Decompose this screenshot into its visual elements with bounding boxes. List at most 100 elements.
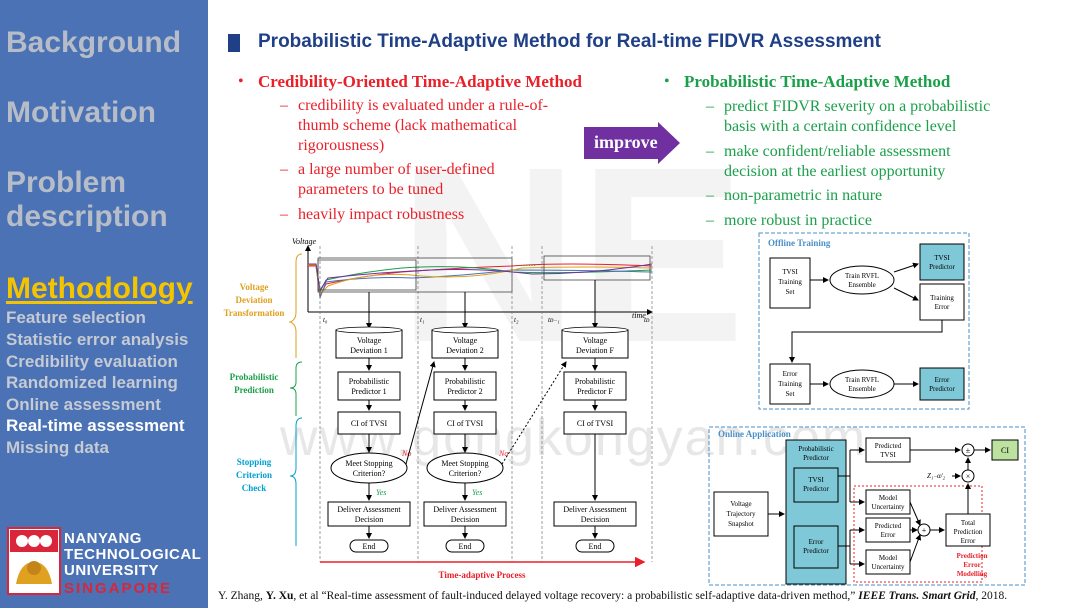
svg-text:Probabilistic: Probabilistic xyxy=(445,377,486,386)
nav-randomized[interactable]: Randomized learning xyxy=(6,373,178,392)
svg-text:Ensemble: Ensemble xyxy=(848,385,876,393)
svg-text:Voltage: Voltage xyxy=(357,336,382,345)
svg-text:Prediction: Prediction xyxy=(954,528,983,536)
dash: – xyxy=(706,143,714,160)
dash: – xyxy=(706,212,714,229)
svg-text:Probabilistic: Probabilistic xyxy=(575,377,616,386)
left-item-1-line-3: rigorousness) xyxy=(298,137,385,154)
online-application-diagram: Online Application Voltage Trajectory Sn… xyxy=(708,426,1026,586)
svg-text:Yes: Yes xyxy=(376,488,386,497)
left-item-1-line-1: credibility is evaluated under a rule-of… xyxy=(298,97,549,114)
svg-text:Predicted: Predicted xyxy=(875,442,902,450)
university-name-3: UNIVERSITY xyxy=(64,562,160,579)
left-item-2-line-2: parameters to be tuned xyxy=(298,181,444,198)
nav-background[interactable]: Background xyxy=(6,26,182,59)
svg-text:Decision: Decision xyxy=(451,515,479,524)
dash: – xyxy=(280,97,288,114)
svg-text:Voltage: Voltage xyxy=(583,336,608,345)
nav-online[interactable]: Online assessment xyxy=(6,395,161,414)
nav-problem[interactable]: Problem xyxy=(6,166,127,199)
improve-label: improve xyxy=(594,132,658,152)
svg-text:Error: Error xyxy=(783,370,798,378)
nav-credibility[interactable]: Credibility evaluation xyxy=(6,352,178,371)
svg-text:Prediction: Prediction xyxy=(234,385,274,395)
svg-text:Decision: Decision xyxy=(355,515,383,524)
svg-text:Deviation F: Deviation F xyxy=(576,346,615,355)
svg-text:Error: Error xyxy=(935,376,950,384)
nav-feature-selection[interactable]: Feature selection xyxy=(6,308,146,327)
bullet-dot: • xyxy=(664,73,670,90)
svg-text:Criterion?: Criterion? xyxy=(353,469,386,478)
svg-text:Meet Stopping: Meet Stopping xyxy=(441,459,488,468)
svg-text:±: ± xyxy=(966,446,971,455)
svg-text:Voltage: Voltage xyxy=(453,336,478,345)
svg-text:Probabilistic: Probabilistic xyxy=(230,372,279,382)
svg-text:+: + xyxy=(922,526,927,535)
svg-text:Deliver Assessment: Deliver Assessment xyxy=(563,505,627,514)
svg-text:Voltage: Voltage xyxy=(240,282,269,292)
ntu-crest-icon xyxy=(7,527,61,595)
nav-motivation[interactable]: Motivation xyxy=(6,96,156,129)
svg-text:Deliver Assessment: Deliver Assessment xyxy=(433,505,497,514)
svg-text:Predicted: Predicted xyxy=(875,522,902,530)
svg-text:Model: Model xyxy=(879,554,897,562)
svg-text:Predictor 1: Predictor 1 xyxy=(351,387,386,396)
dash: – xyxy=(706,187,714,204)
svg-text:Error: Error xyxy=(881,531,896,539)
nav-methodology[interactable]: Methodology xyxy=(6,272,193,305)
svg-text:Predictor 2: Predictor 2 xyxy=(447,387,482,396)
svg-text:Predictor: Predictor xyxy=(803,485,829,493)
svg-text:Train RVFL: Train RVFL xyxy=(845,272,879,280)
nav-statistic-error[interactable]: Statistic error analysis xyxy=(6,330,189,349)
svg-text:Voltage: Voltage xyxy=(730,500,751,508)
nav-description[interactable]: description xyxy=(6,200,168,233)
svg-text:End: End xyxy=(363,542,376,551)
left-item-3-line-1: heavily impact robustness xyxy=(298,206,465,223)
svg-text:End: End xyxy=(589,542,602,551)
nav-missing-data[interactable]: Missing data xyxy=(6,438,109,457)
slide-title: Probabilistic Time-Adaptive Method for R… xyxy=(258,31,881,52)
svg-text:Z₁₋α/₂: Z₁₋α/₂ xyxy=(927,472,946,480)
svg-text:Error: Error xyxy=(809,538,824,546)
left-heading: Credibility-Oriented Time-Adaptive Metho… xyxy=(258,72,582,91)
svg-text:Criterion?: Criterion? xyxy=(449,469,482,478)
svg-text:No: No xyxy=(401,449,411,458)
svg-text:End: End xyxy=(459,542,472,551)
svg-text:TVSI: TVSI xyxy=(934,254,950,262)
flow-column-f: Voltage Deviation F Probabilistic Predic… xyxy=(553,280,637,553)
bullet-dot: • xyxy=(238,73,244,90)
svg-text:Probabilistic: Probabilistic xyxy=(349,377,390,386)
svg-text:TVSI: TVSI xyxy=(880,451,896,459)
svg-text:Model: Model xyxy=(879,494,897,502)
svg-text:Decision: Decision xyxy=(581,515,609,524)
process-label: Time-adaptive Process xyxy=(439,570,526,580)
right-item-3-line-1: non-parametric in nature xyxy=(724,187,883,204)
dash: – xyxy=(280,161,288,178)
sidebar: Background Motivation Problem descriptio… xyxy=(0,0,208,608)
svg-text:Predictor: Predictor xyxy=(929,385,955,393)
right-heading: Probabilistic Time-Adaptive Method xyxy=(684,72,951,91)
svg-text:TVSI: TVSI xyxy=(808,476,824,484)
right-item-4-line-1: more robust in practice xyxy=(724,212,872,229)
voltage-curves xyxy=(308,263,653,299)
svg-text:Training: Training xyxy=(930,294,954,302)
right-item-1-line-2: basis with a certain confidence level xyxy=(724,118,957,135)
flow-column-1: Voltage Deviation 1 Probabilistic Predic… xyxy=(327,292,411,553)
svg-text:Set: Set xyxy=(786,288,795,296)
right-item-2-line-1: make confident/reliable assessment xyxy=(724,143,951,160)
svg-text:Check: Check xyxy=(242,483,267,493)
svg-text:CI of TVSI: CI of TVSI xyxy=(577,419,614,428)
svg-text:t₂: t₂ xyxy=(514,316,519,324)
nav-realtime[interactable]: Real-time assessment xyxy=(6,416,185,435)
svg-text:⋯⋯: ⋯⋯ xyxy=(520,261,536,270)
svg-text:Prediction: Prediction xyxy=(957,552,988,560)
svg-text:Probabilistic: Probabilistic xyxy=(798,445,833,453)
svg-text:Yes: Yes xyxy=(472,488,482,497)
svg-text:Meet Stopping: Meet Stopping xyxy=(345,459,392,468)
svg-text:Deviation 1: Deviation 1 xyxy=(350,346,388,355)
svg-text:Trajectory: Trajectory xyxy=(727,510,756,518)
svg-text:CI of TVSI: CI of TVSI xyxy=(447,419,484,428)
svg-text:Deviation 2: Deviation 2 xyxy=(446,346,484,355)
title-marker xyxy=(228,34,240,52)
svg-text:Modelling: Modelling xyxy=(957,570,988,578)
